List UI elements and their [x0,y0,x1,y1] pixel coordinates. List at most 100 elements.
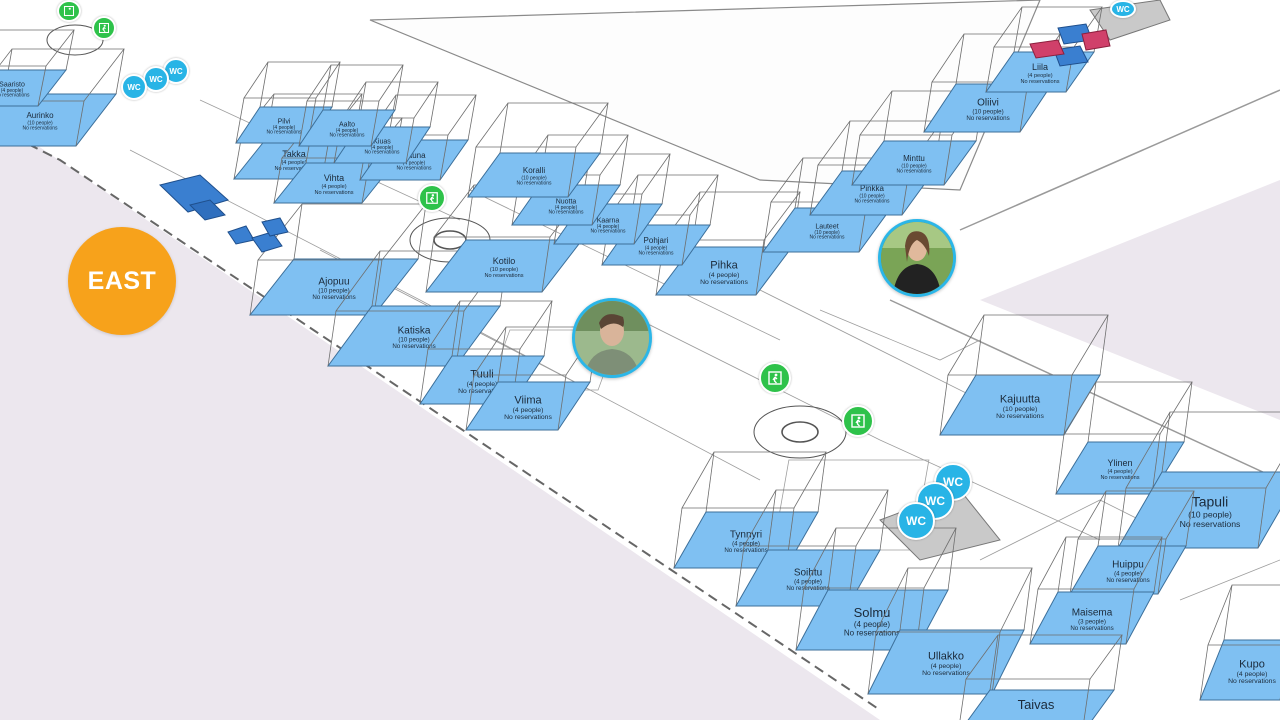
room-ullakko[interactable]: Ullakko(4 people)No reservations [867,567,1033,695]
room-name-label: Lauteet [815,223,838,230]
room-capacity-label: (4 people) [732,541,760,548]
room-koralli[interactable]: Koralli(10 people)No reservations [467,102,609,198]
room-aalto[interactable]: Aalto(4 people)No reservations [298,64,404,147]
room-huippu[interactable]: Huippu(4 people)No reservations [1069,490,1195,595]
spiral-staircase-north [46,24,104,56]
room-capacity-label: (4 people) [931,663,962,670]
person-photo-icon [575,301,649,375]
room-status-label: No reservations [504,414,552,421]
room-capacity-label: (10 people) [318,288,349,295]
room-name-label: Kajuutta [1000,393,1041,405]
room-wireframe [673,451,827,569]
room-name-label: Ajopuu [318,277,349,288]
room-capacity-label: (10 people) [490,267,518,273]
room-name-label: Aalto [339,121,355,128]
person-photo-icon [881,222,953,294]
room-name-label: Minttu [903,154,925,163]
room-wireframe [939,314,1109,436]
room-status-label: No reservations [786,585,829,592]
room-aurinko[interactable]: Aurinko(10 people)No reservations [0,48,125,147]
room-wireframe [419,300,553,405]
room-capacity-label: (4 people) [281,160,306,166]
room-name-label: Viima [514,394,542,406]
room-capacity-label: (4 people) [1027,73,1052,79]
room-taivas[interactable]: Taivas [958,634,1123,720]
wc-icon[interactable]: WC [1110,0,1136,18]
room-capacity-label: (10 people) [972,109,1003,116]
room-status-label: No reservations [1100,475,1139,481]
room-status-label: No reservations [458,388,506,395]
room-capacity-label: (10 people) [814,230,840,236]
room-capacity-label: (4 people) [854,620,891,629]
wc-icon[interactable]: WC [897,502,935,540]
room-capacity-label: (4 people) [1,88,24,94]
room-name-label: Liila [1032,62,1048,72]
room-status-label: No reservations [854,199,890,205]
room-name-label: Solmu [854,605,891,620]
room-capacity-label: (4 people) [1114,571,1142,578]
room-capacity-label: (4 people) [1107,469,1132,475]
room-capacity-label: (4 people) [709,272,740,279]
room-status-label: No reservations [638,251,674,257]
room-name-label: Pilvi [278,118,291,125]
room-name-label: Aurinko [26,111,54,120]
room-capacity-label: (4 people) [645,245,668,251]
room-status-label: No reservations [700,279,748,286]
room-capacity-label: (4 people) [321,184,346,190]
room-status-label: No reservations [1020,79,1059,85]
room-capacity-label: (10 people) [521,175,547,181]
room-lauteet[interactable]: Lauteet(10 people)No reservations [762,157,900,253]
room-saaristo[interactable]: Saaristo(4 people)No reservations [0,29,75,107]
facade-north [959,89,1280,231]
room-pihka[interactable]: Pihka(4 people)No reservations [655,191,801,296]
room-status-label: No reservations [364,149,400,155]
room-wireframe [867,567,1033,695]
exit-icon[interactable] [92,16,116,40]
room-floor [1199,639,1280,701]
room-kajuutta[interactable]: Kajuutta(10 people)No reservations [939,314,1109,436]
exit-icon[interactable] [418,184,446,212]
room-name-label: Pohjari [644,236,669,245]
room-capacity-label: (4 people) [371,145,394,151]
room-kupo[interactable]: Kupo(4 people)No reservations [1199,584,1280,701]
room-status-label: No reservations [1228,678,1276,685]
room-capacity-label: (10 people) [859,193,885,199]
room-ylinen[interactable]: Ylinen(4 people)No reservations [1055,381,1193,495]
room-name-label: Nuotta [556,198,577,205]
room-status-label: No reservations [314,190,353,196]
room-status-label: No reservations [0,92,30,98]
room-status-label: No reservations [274,166,313,172]
room-name-label: Kotilo [493,256,516,266]
red-furniture [1029,29,1111,59]
room-capacity-label: (10 people) [901,163,927,169]
room-capacity-label: (4 people) [1237,671,1268,678]
room-wireframe [0,29,75,107]
room-wireframe [1199,584,1280,701]
room-capacity-label: (4 people) [403,160,426,166]
room-status-label: No reservations [266,129,302,135]
zone-badge-east[interactable]: EAST [68,227,176,335]
room-viima[interactable]: Viima(4 people)No reservations [465,326,599,431]
room-status-label: No reservations [1106,577,1149,584]
room-minttu[interactable]: Minttu(10 people)No reservations [851,90,985,186]
room-floor [967,689,1115,720]
room-name-label: Pihka [710,259,738,271]
blue-furniture [159,23,1093,253]
wc-icon[interactable]: WC [121,74,147,100]
exit-icon[interactable] [57,0,81,22]
room-name-label: Kiuas [373,138,391,145]
room-status-label: No reservations [996,413,1044,420]
room-status-label: No reservations [548,209,584,215]
room-maisema[interactable]: Maisema(3 people)No reservations [1029,536,1163,645]
rooms-layer: Kajuutta(10 people)No reservationsYlinen… [0,6,1280,720]
room-name-label: Kupo [1239,658,1265,670]
room-wireframe [1117,411,1280,549]
exit-icon[interactable] [842,405,874,437]
room-status-label: No reservations [1070,625,1113,632]
user-avatar[interactable] [572,298,652,378]
room-status-label: No reservations [312,294,355,301]
user-avatar[interactable] [878,219,956,297]
room-status-label: No reservations [484,273,523,279]
exit-icon[interactable] [759,362,791,394]
room-capacity-label: (4 people) [794,579,822,586]
